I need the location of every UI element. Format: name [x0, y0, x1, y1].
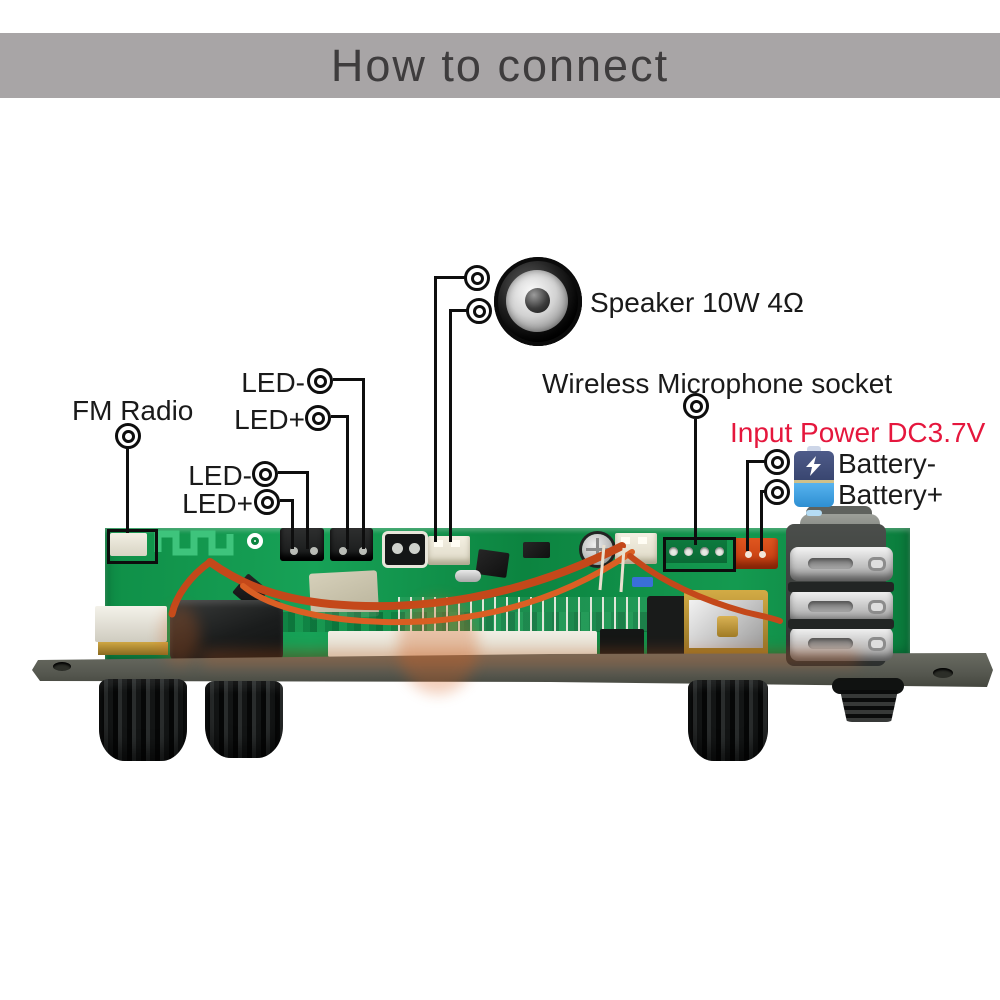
mic-socket-outline	[663, 537, 736, 572]
label-led-minus-lower: LED-	[188, 460, 252, 491]
mic-socket-pin	[699, 547, 709, 556]
label-fm-radio: FM Radio	[72, 395, 194, 426]
jack-lug-separator	[788, 582, 894, 592]
label-wireless-mic: Wireless Microphone socket	[542, 368, 893, 399]
callout-line-speaker-2	[449, 309, 467, 312]
plate-hole	[933, 668, 953, 678]
solder-pin-row	[398, 597, 664, 631]
callout-line-speaker-1	[434, 276, 465, 279]
fm-connector	[110, 533, 147, 556]
target-circle-fm	[115, 423, 141, 449]
jack-lug	[790, 627, 893, 661]
target-circle-speaker-2	[466, 298, 492, 324]
speaker-icon	[494, 257, 582, 346]
label-battery-plus: Battery+	[838, 479, 944, 510]
target-inner	[121, 429, 135, 443]
jack-lug-separator	[788, 619, 894, 629]
callout-line-speaker-2	[449, 309, 452, 542]
label-input-power: Input Power DC3.7V	[730, 417, 986, 448]
long-white-connector	[328, 631, 597, 657]
callout-line-led-plus-lower	[280, 499, 294, 502]
mic-socket-pin	[714, 547, 724, 556]
plate-hole	[53, 662, 71, 671]
label-led-plus-lower: LED+	[182, 488, 253, 519]
target-inner	[311, 411, 325, 425]
title-banner: How to connect	[0, 33, 1000, 98]
led-connector-1	[280, 528, 324, 561]
battery-body	[794, 451, 834, 507]
battery-base	[806, 510, 822, 516]
banner-title-text: How to connect	[330, 39, 670, 91]
callout-line-led-plus-upper	[346, 415, 349, 549]
battery-bottom-half	[794, 483, 834, 507]
callout-line-led-plus-upper	[331, 415, 349, 418]
jack-inner-body	[647, 596, 689, 662]
target-inner	[313, 374, 327, 388]
target-inner	[472, 304, 486, 318]
led-connector-2	[330, 528, 373, 561]
battery-top-half	[794, 451, 834, 480]
aux-connector	[385, 534, 425, 565]
callout-line-battery-plus	[760, 490, 766, 493]
target-circle-led-plus-upper	[305, 405, 331, 431]
target-circle-mic	[683, 393, 709, 419]
callout-line-led-minus-upper	[362, 378, 365, 549]
callout-line-fm	[126, 448, 129, 533]
smd-component	[523, 542, 550, 558]
target-inner	[770, 485, 784, 499]
target-circle-battery-plus	[764, 479, 790, 505]
jack-bushing	[840, 690, 898, 722]
target-inner	[689, 399, 703, 413]
target-circle-speaker-1	[464, 265, 490, 291]
jack-lug	[790, 547, 893, 581]
callout-line-led-plus-lower	[291, 499, 294, 549]
mic-socket-pin	[684, 547, 694, 556]
heatsink-block	[95, 606, 167, 642]
target-circle-led-minus-lower	[252, 461, 278, 487]
label-led-minus-upper: LED-	[241, 367, 305, 398]
transformer-tab	[717, 616, 738, 637]
volume-knob	[688, 680, 768, 761]
lightning-bolt-icon	[806, 456, 821, 476]
wire-connector	[615, 533, 657, 564]
transformer	[684, 590, 768, 662]
callout-line-battery-minus	[746, 460, 749, 551]
gold-pad	[98, 642, 168, 655]
battery-terminal	[807, 446, 821, 453]
callout-line-led-minus-lower	[306, 471, 309, 549]
target-inner	[258, 467, 272, 481]
jack-lug	[790, 590, 893, 624]
capacitor	[582, 534, 613, 565]
label-battery-minus: Battery-	[838, 448, 937, 479]
battery-icon	[794, 446, 834, 516]
battery-separator	[794, 480, 834, 483]
target-inner	[770, 455, 784, 469]
target-circle-battery-minus	[764, 449, 790, 475]
callout-line-battery-minus	[746, 460, 765, 463]
mic-socket-pin	[669, 547, 679, 556]
mounting-hole	[247, 533, 263, 549]
callout-line-led-minus-lower	[278, 471, 309, 474]
label-led-plus-upper: LED+	[234, 404, 305, 435]
fm-connector-outline	[107, 529, 158, 564]
volume-knob	[205, 681, 283, 758]
crystal	[455, 570, 481, 582]
callout-line-speaker-1	[434, 276, 437, 542]
encoder-block	[170, 600, 283, 662]
callout-line-led-minus-upper	[333, 378, 365, 381]
callout-line-mic	[694, 419, 697, 545]
blue-smd	[632, 577, 653, 587]
label-speaker: Speaker 10W 4Ω	[590, 287, 804, 318]
target-inner	[470, 271, 484, 285]
power-connector	[733, 538, 778, 569]
target-circle-led-plus-lower	[254, 489, 280, 515]
target-circle-led-minus-upper	[307, 368, 333, 394]
callout-line-battery-plus	[760, 490, 763, 551]
speaker-dome	[525, 288, 550, 313]
target-inner	[260, 495, 274, 509]
volume-knob	[99, 679, 187, 761]
